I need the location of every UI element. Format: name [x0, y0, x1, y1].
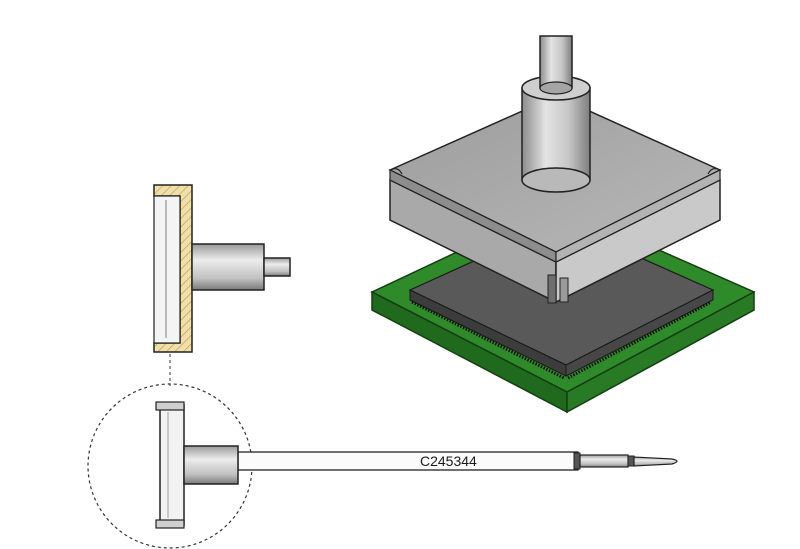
tip-cross-section	[153, 184, 291, 353]
nozzle-stem	[521, 35, 591, 193]
bga-assembly-3d	[370, 35, 756, 414]
soldering-cartridge: C245344	[155, 401, 678, 529]
part-number-label: C245344	[420, 453, 477, 469]
